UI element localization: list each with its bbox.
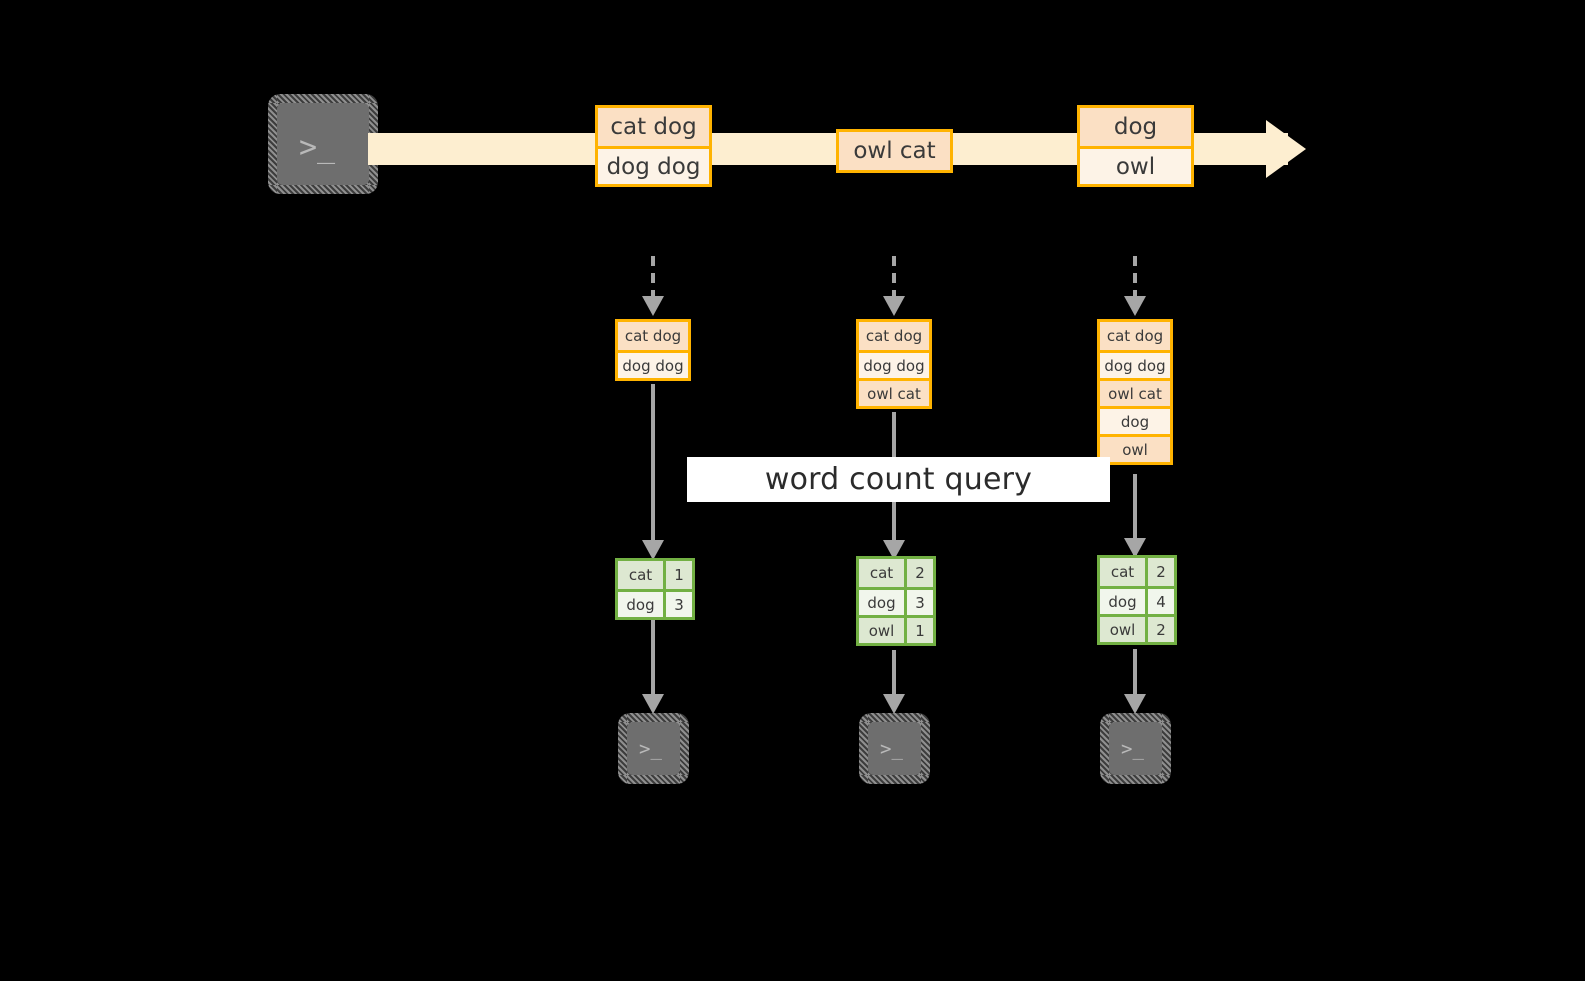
terminal-screen bbox=[627, 722, 680, 775]
stream-event-line: owl cat bbox=[839, 132, 950, 170]
stream-event-line: dog dog bbox=[598, 146, 709, 184]
snapshot-input-line: cat dog bbox=[618, 322, 688, 350]
table-cell-count: 2 bbox=[1148, 617, 1174, 642]
snapshot-input-line: dog bbox=[1100, 406, 1170, 434]
terminal-prompt-text: >_ bbox=[1121, 738, 1144, 760]
table-cell-count: 3 bbox=[666, 592, 692, 617]
table-cell-word: owl bbox=[859, 618, 907, 643]
terminal-prompt-text: >_ bbox=[639, 738, 662, 760]
snapshot-1-result-table[interactable]: cat 1 dog 3 bbox=[615, 558, 695, 620]
snapshot-2-sink-terminal-icon[interactable]: >_ bbox=[859, 713, 930, 784]
table-cell-count: 1 bbox=[907, 618, 933, 643]
stream-arrow-head bbox=[1266, 120, 1306, 178]
terminal-prompt-text: >_ bbox=[880, 738, 903, 760]
stream-event-line: owl bbox=[1080, 146, 1191, 184]
table-cell-count: 2 bbox=[1148, 558, 1174, 586]
snapshot-3-sink-arrowhead bbox=[1124, 694, 1146, 714]
snapshot-2-tap-arrowhead bbox=[883, 296, 905, 316]
table-cell-word: dog bbox=[618, 592, 666, 617]
snapshot-input-line: owl cat bbox=[1100, 378, 1170, 406]
snapshot-input-line: dog dog bbox=[859, 350, 929, 378]
snapshot-1-tap-arrowhead bbox=[642, 296, 664, 316]
table-row: dog 3 bbox=[859, 587, 933, 615]
table-cell-word: dog bbox=[1100, 589, 1148, 614]
table-row: owl 2 bbox=[1100, 614, 1174, 642]
table-row: owl 1 bbox=[859, 615, 933, 643]
terminal-screen bbox=[277, 103, 369, 185]
snapshot-3-input-box[interactable]: cat dog dog dog owl cat dog owl bbox=[1097, 319, 1173, 465]
snapshot-2-sink-arrowhead bbox=[883, 694, 905, 714]
stream-event-group-2[interactable]: owl cat bbox=[836, 129, 953, 173]
snapshot-3-tap-arrowhead bbox=[1124, 296, 1146, 316]
snapshot-1-sink-line bbox=[651, 620, 655, 698]
snapshot-3-sink-terminal-icon[interactable]: >_ bbox=[1100, 713, 1171, 784]
word-count-query-band: word count query bbox=[687, 457, 1110, 502]
table-row: dog 3 bbox=[618, 589, 692, 617]
snapshot-1-sink-arrowhead bbox=[642, 694, 664, 714]
table-cell-count: 2 bbox=[907, 559, 933, 587]
snapshot-2-result-table[interactable]: cat 2 dog 3 owl 1 bbox=[856, 556, 936, 646]
snapshot-1-query-arrowhead bbox=[642, 540, 664, 560]
source-terminal-icon[interactable]: >_ bbox=[268, 94, 378, 194]
table-cell-word: cat bbox=[859, 559, 907, 587]
table-row: cat 1 bbox=[618, 561, 692, 589]
table-cell-word: owl bbox=[1100, 617, 1148, 642]
table-cell-count: 4 bbox=[1148, 589, 1174, 614]
snapshot-3-tap-line bbox=[1133, 256, 1137, 298]
snapshot-input-line: owl cat bbox=[859, 378, 929, 406]
snapshot-input-line: owl bbox=[1100, 434, 1170, 462]
snapshot-3-query-line bbox=[1133, 474, 1137, 556]
snapshot-2-query-arrowhead bbox=[883, 540, 905, 560]
table-row: cat 2 bbox=[859, 559, 933, 587]
stream-event-group-3[interactable]: dog owl bbox=[1077, 105, 1194, 187]
terminal-screen bbox=[1109, 722, 1162, 775]
stream-event-line: cat dog bbox=[598, 108, 709, 146]
table-cell-word: cat bbox=[618, 561, 666, 589]
table-row: cat 2 bbox=[1100, 558, 1174, 586]
snapshot-input-line: dog dog bbox=[618, 350, 688, 378]
snapshot-2-tap-line bbox=[892, 256, 896, 298]
snapshot-input-line: cat dog bbox=[1100, 322, 1170, 350]
snapshot-3-query-arrowhead bbox=[1124, 538, 1146, 558]
table-cell-word: cat bbox=[1100, 558, 1148, 586]
table-cell-count: 3 bbox=[907, 590, 933, 615]
stream-event-group-1[interactable]: cat dog dog dog bbox=[595, 105, 712, 187]
snapshot-1-query-line bbox=[651, 384, 655, 556]
table-row: dog 4 bbox=[1100, 586, 1174, 614]
snapshot-3-result-table[interactable]: cat 2 dog 4 owl 2 bbox=[1097, 555, 1177, 645]
snapshot-2-input-box[interactable]: cat dog dog dog owl cat bbox=[856, 319, 932, 409]
word-count-query-label: word count query bbox=[764, 462, 1033, 497]
terminal-prompt-text: >_ bbox=[299, 130, 336, 165]
snapshot-1-sink-terminal-icon[interactable]: >_ bbox=[618, 713, 689, 784]
snapshot-2-sink-line bbox=[892, 650, 896, 698]
snapshot-3-sink-line bbox=[1133, 649, 1137, 698]
snapshot-input-line: cat dog bbox=[859, 322, 929, 350]
table-cell-word: dog bbox=[859, 590, 907, 615]
table-cell-count: 1 bbox=[666, 561, 692, 589]
snapshot-1-input-box[interactable]: cat dog dog dog bbox=[615, 319, 691, 381]
snapshot-input-line: dog dog bbox=[1100, 350, 1170, 378]
terminal-screen bbox=[868, 722, 921, 775]
snapshot-1-tap-line bbox=[651, 256, 655, 298]
stream-event-line: dog bbox=[1080, 108, 1191, 146]
